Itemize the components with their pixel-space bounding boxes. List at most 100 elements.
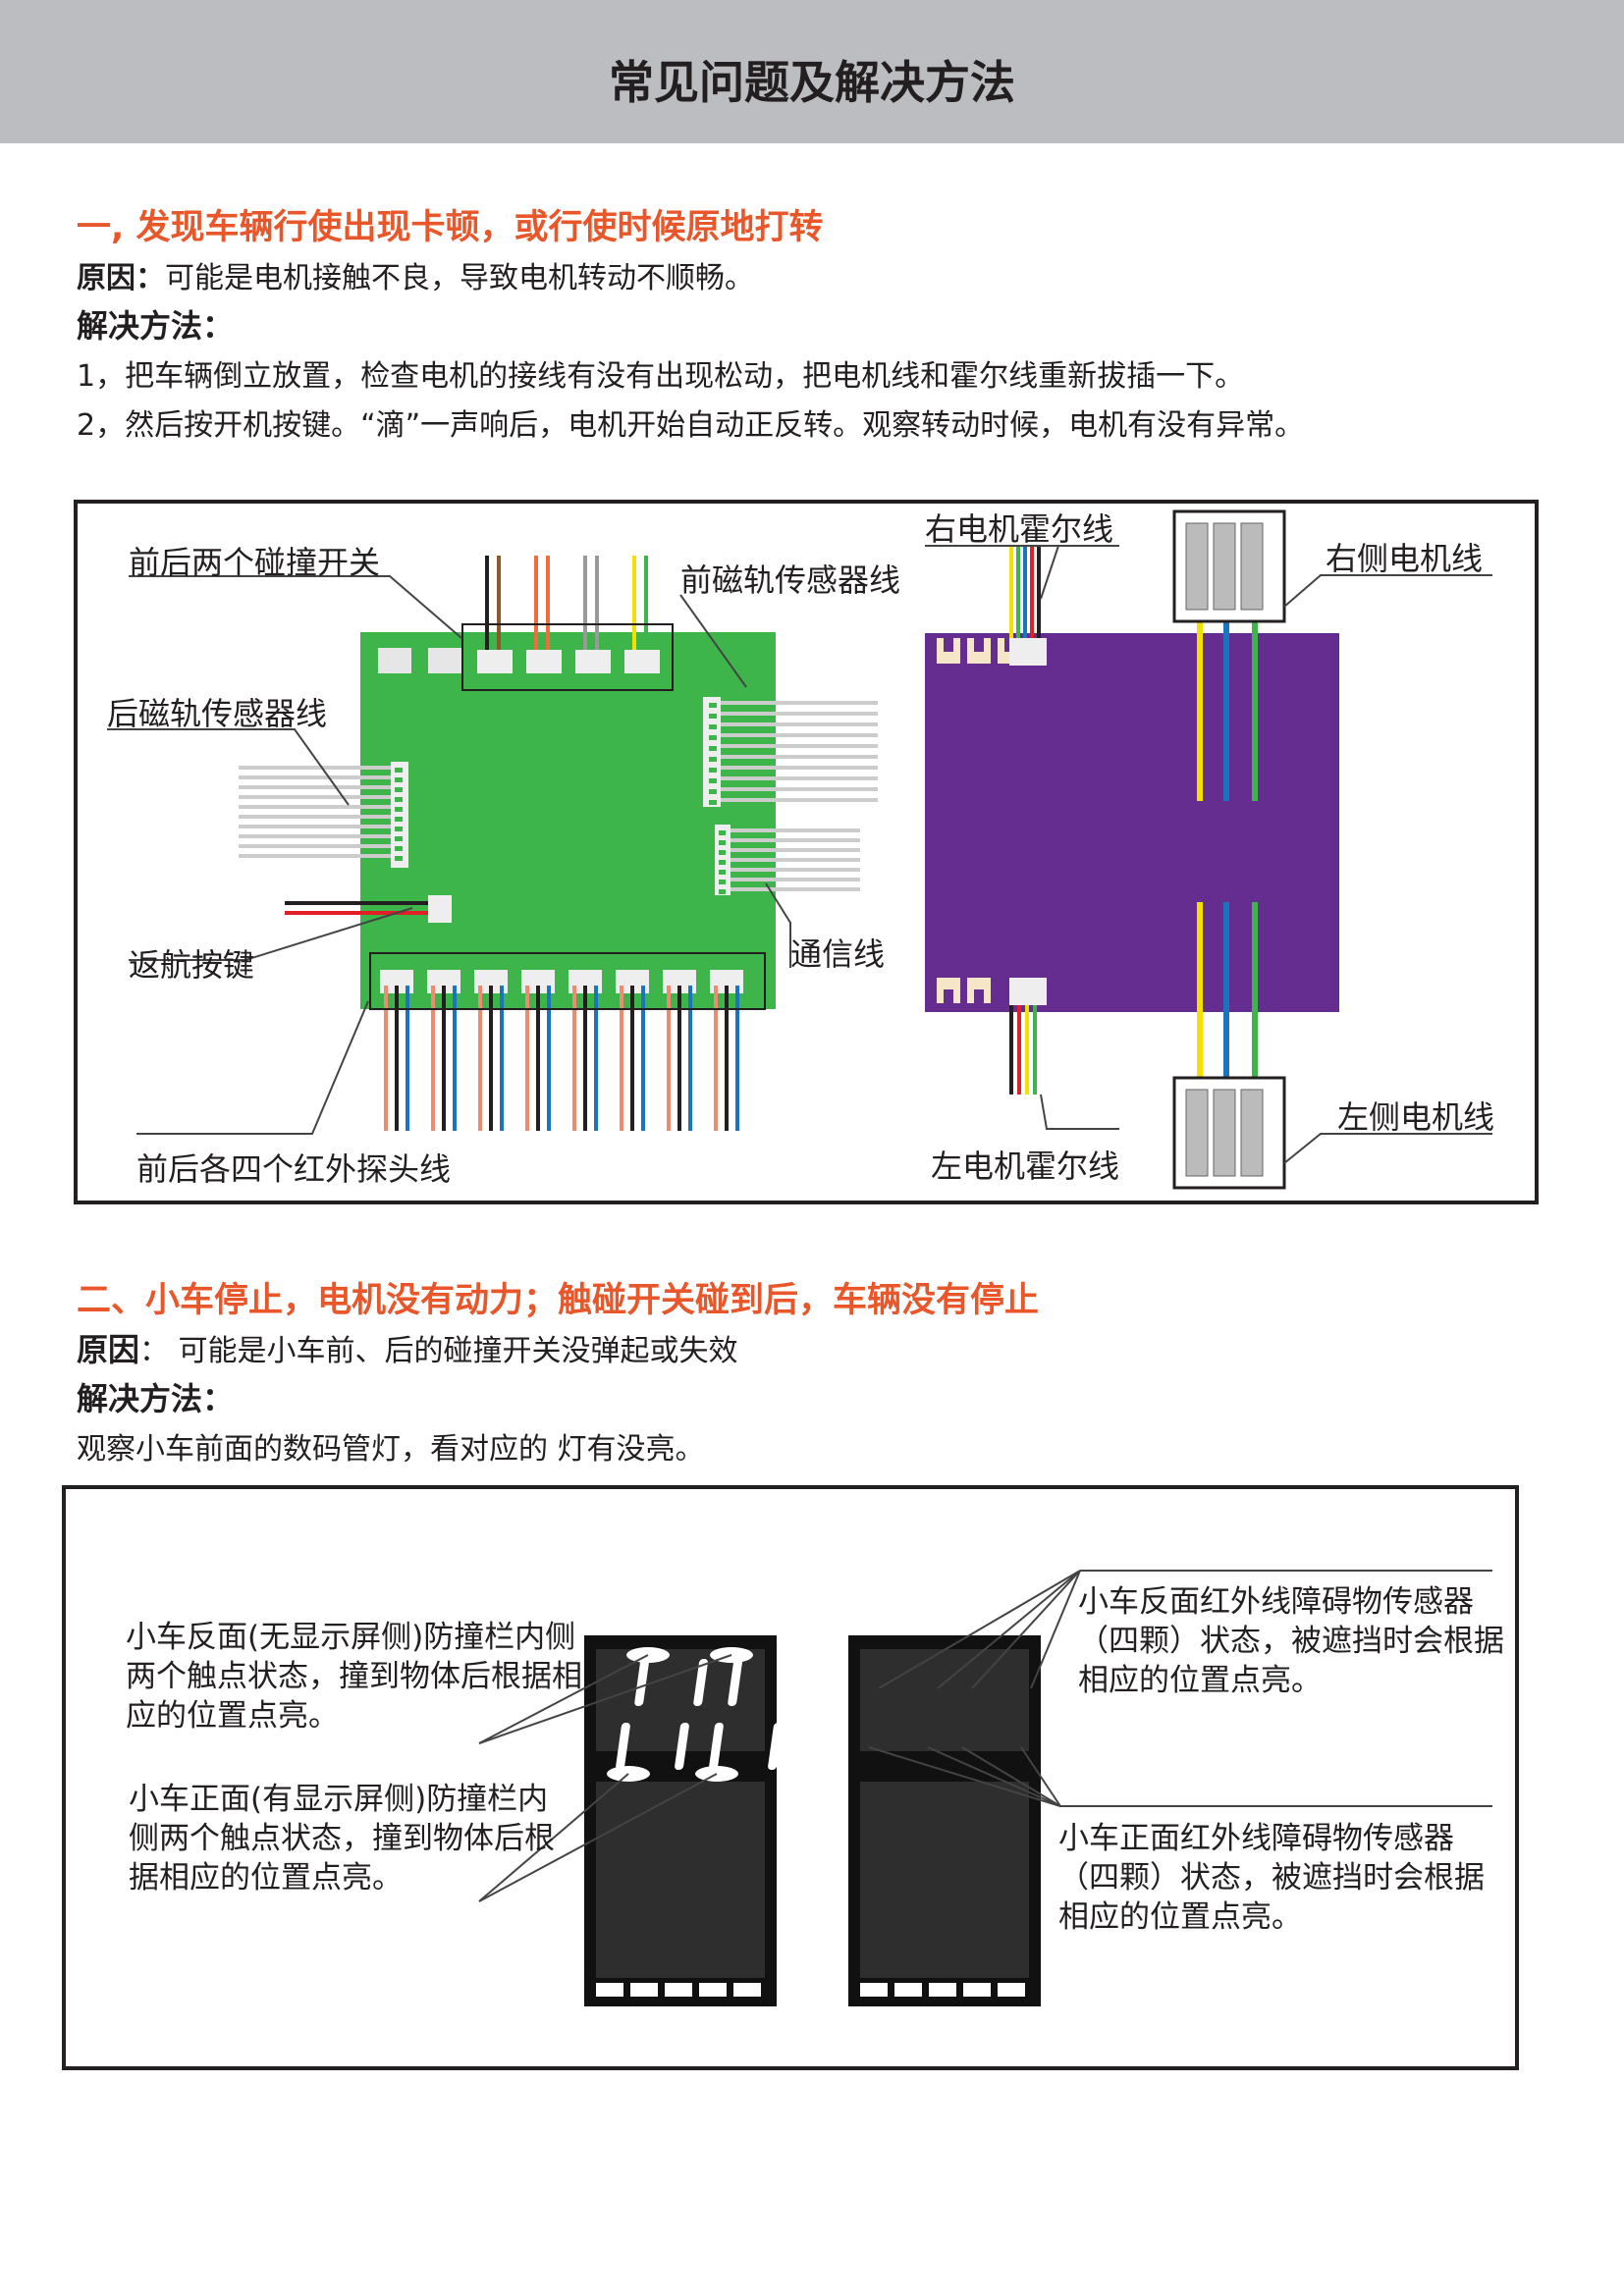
connector (624, 650, 660, 673)
pin (709, 746, 717, 751)
leader-line (1283, 1133, 1492, 1164)
notch (944, 638, 953, 652)
indicator-led (630, 1983, 658, 1997)
leader-line (679, 594, 747, 688)
diagram2-frame (62, 1485, 1519, 2070)
pin (719, 840, 726, 845)
leader-line (1040, 545, 1059, 600)
connector (477, 650, 513, 673)
connector (575, 650, 611, 673)
leader-line (478, 1654, 732, 1744)
indicator-led (929, 1983, 956, 1997)
leader-line (478, 1773, 718, 1902)
pin (395, 856, 403, 861)
motor-pin (1240, 522, 1264, 611)
leader-line (927, 1746, 1061, 1807)
motor-pin (1185, 1089, 1209, 1177)
notch (944, 989, 953, 1003)
label-back-bumper: 小车反面(无显示屏侧)防撞栏内侧两个触点状态，撞到物体后根据相应的位置点亮。 (126, 1620, 582, 1734)
display-panel (860, 1782, 1029, 1978)
leader-line (478, 1654, 649, 1744)
diagram1-frame (74, 500, 1539, 1204)
label-back-ir: 小车反面红外线障碍物传感器（四颗）状态，被遮挡时会根据相应的位置点亮。 (1078, 1584, 1504, 1698)
ir-led (616, 1723, 630, 1770)
label-comm-line: 通信线 (790, 935, 886, 973)
pin (395, 787, 403, 792)
connector (428, 648, 461, 673)
section1-step-1: 1，把车辆倒立放置，检查电机的接线有没有出现松动，把电机线和霍尔线重新拔插一下。 (77, 359, 1245, 394)
connector (378, 648, 411, 673)
section1-heading: 一, 发现车辆行使出现卡顿，或行使时候原地打转 (77, 208, 824, 247)
ir-led (693, 1659, 708, 1706)
leader-line (1283, 574, 1492, 608)
motor-driver-board (925, 633, 1339, 1012)
pin (719, 880, 726, 884)
indicator-led (665, 1983, 692, 1997)
leader-line (107, 728, 350, 806)
label-left-motor: 左侧电机线 (1337, 1098, 1495, 1136)
ir-led (786, 1659, 801, 1706)
label-rear-mag-sensor: 后磁轨传感器线 (107, 695, 328, 732)
label-right-hall: 右电机霍尔线 (925, 510, 1114, 548)
pin (709, 768, 717, 773)
motor-pin (1213, 522, 1236, 611)
pin (395, 768, 403, 773)
indicator-led (998, 1983, 1025, 1997)
leader-line (1020, 1746, 1061, 1807)
leader-line (1030, 1570, 1081, 1689)
notch (974, 989, 984, 1003)
ir-led (728, 1659, 742, 1706)
pin (395, 777, 403, 782)
display-panel (596, 1782, 765, 1978)
leader-line (129, 575, 462, 639)
section1-cause: 原因：可能是电机接触不良，导致电机转动不顺畅。 (77, 253, 754, 296)
section2-heading: 二、小车停止，电机没有动力；触碰开关碰到后，车辆没有停止 (77, 1281, 1040, 1320)
leader-line (1040, 1094, 1119, 1130)
motor-pin (1185, 522, 1209, 611)
indicator-led (963, 1983, 991, 1997)
button-connector (428, 895, 452, 923)
hall-connector (1009, 978, 1047, 1005)
pin (395, 807, 403, 812)
pin (395, 797, 403, 802)
pin (395, 817, 403, 822)
ir-led (709, 1723, 724, 1770)
label-left-hall: 左电机霍尔线 (931, 1148, 1120, 1185)
pin (719, 870, 726, 875)
controller-board (360, 632, 776, 1009)
header-bar: 常见问题及解决方法 (0, 0, 1624, 143)
section2-solution-label: 解决方法： (77, 1380, 235, 1417)
label-front-bumper: 小车正面(有显示屏侧)防撞栏内侧两个触点状态，撞到物体后根据相应的位置点亮。 (129, 1782, 555, 1896)
section1-solution-label: 解决方法： (77, 307, 235, 345)
pin (395, 827, 403, 831)
motor-pin (1213, 1089, 1236, 1177)
cause-text: 可能是电机接触不良，导致电机转动不顺畅。 (165, 261, 754, 295)
pin (709, 724, 717, 729)
leader-line (868, 1746, 1061, 1807)
indicator-led (699, 1983, 727, 1997)
ir-led (634, 1659, 649, 1706)
cause-label: 原因： (77, 261, 165, 295)
leader-line (129, 907, 413, 961)
section2-cause: 原因： 可能是小车前、后的碰撞开关没弹起或失效 (77, 1325, 738, 1370)
label-right-motor: 右侧电机线 (1326, 540, 1484, 577)
ir-connector-box (369, 952, 766, 1010)
indicator-led (894, 1983, 922, 1997)
label-collision-switch: 前后两个碰撞开关 (129, 544, 381, 581)
notch (974, 638, 984, 652)
pin (709, 778, 717, 783)
pin (709, 789, 717, 794)
pin (719, 860, 726, 865)
leader-line (136, 1000, 369, 1135)
pin (719, 850, 726, 855)
pin (395, 846, 403, 851)
leader-line (937, 1570, 1081, 1689)
pin (719, 830, 726, 835)
indicator-led (860, 1983, 888, 1997)
label-ir-probe: 前后各四个红外探头线 (136, 1150, 452, 1188)
cause-text: ： 可能是小车前、后的碰撞开关没弹起或失效 (139, 1334, 738, 1368)
label-return-button: 返航按键 (129, 946, 255, 984)
section2-step: 观察小车前面的数码管灯，看对应的 灯有没亮。 (77, 1432, 705, 1467)
hall-connector (1009, 638, 1047, 666)
